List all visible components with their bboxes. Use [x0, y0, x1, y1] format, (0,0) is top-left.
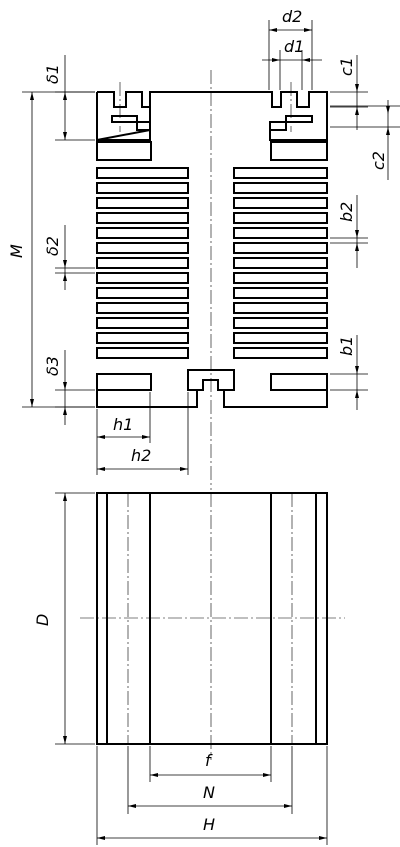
label-b1: b1	[337, 336, 356, 356]
label-delta1: δ1	[43, 64, 62, 84]
label-H: H	[203, 815, 215, 834]
side-outline	[96, 492, 328, 745]
left-fins	[96, 141, 189, 391]
side-view: D f N H	[33, 492, 345, 845]
label-f: f	[205, 751, 213, 770]
left-top-block	[96, 92, 151, 141]
label-h2: h2	[131, 446, 151, 465]
bottom-plate-outline	[96, 369, 328, 408]
label-c2: c2	[369, 151, 388, 170]
label-N: N	[203, 783, 215, 802]
label-M: M	[7, 244, 26, 258]
right-fins	[233, 141, 328, 391]
label-delta2: δ2	[43, 236, 62, 256]
label-d1: d1	[284, 37, 304, 56]
label-d2: d2	[282, 7, 302, 26]
label-D: D	[33, 614, 52, 626]
label-delta3: δ3	[43, 356, 62, 376]
top-view: d2 d1 c1 c2 δ1 M	[7, 7, 400, 490]
label-c1: c1	[337, 57, 356, 76]
bottom-center-slot	[188, 379, 234, 391]
label-h1: h1	[113, 415, 133, 434]
label-b2: b2	[337, 202, 356, 222]
